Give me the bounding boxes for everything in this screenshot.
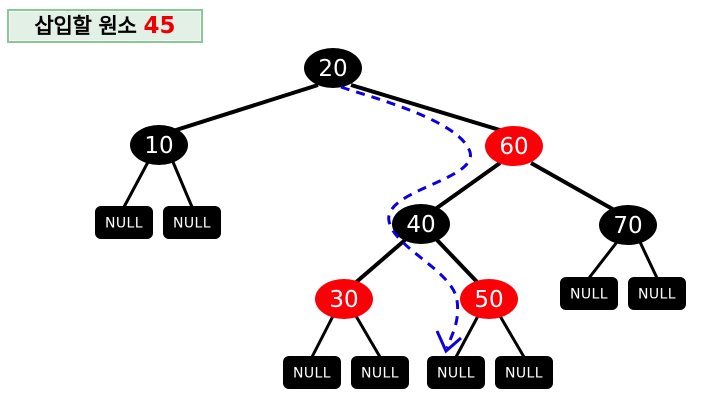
tree-node-60: 60: [485, 126, 543, 166]
null-node-label: NULL: [361, 366, 399, 382]
null-node-null10L: NULL: [95, 206, 153, 239]
tree-node-30: 30: [315, 279, 373, 319]
node-label: 60: [499, 134, 528, 160]
null-node-label: NULL: [505, 366, 543, 382]
null-node-label: NULL: [638, 287, 676, 303]
node-circle-black: [392, 204, 450, 244]
search-path-arrowhead-icon: [435, 330, 462, 354]
null-node-box: [628, 277, 686, 310]
node-label: 50: [474, 287, 503, 313]
null-node-null30R: NULL: [351, 356, 409, 389]
tree-edge-n30-null30L: [310, 315, 335, 358]
tree-node-50: 50: [460, 279, 518, 319]
node-label: 70: [613, 213, 642, 239]
caption-box: 삽입할 원소 45: [7, 9, 203, 43]
null-node-box: [495, 356, 553, 389]
tree-edge-n50-null50L: [454, 315, 480, 358]
tree-node-20: 20: [304, 48, 362, 88]
tree-edge-n70-null70R: [638, 241, 659, 279]
null-node-null10R: NULL: [163, 206, 221, 239]
null-node-box: [560, 277, 618, 310]
tree-edge-n50-null50R: [498, 315, 526, 358]
null-node-box: [95, 206, 153, 239]
node-circle-black: [130, 125, 188, 165]
tree-edge-n10-null10L: [122, 161, 150, 208]
caption-value: 45: [143, 12, 176, 39]
null-node-null70R: NULL: [628, 277, 686, 310]
search-path-group: [340, 85, 472, 354]
node-circle-red: [485, 126, 543, 166]
tree-edge-n60-n40: [432, 161, 502, 212]
null-node-box: [351, 356, 409, 389]
tree-node-70: 70: [599, 205, 657, 245]
tree-edge-n40-n30: [352, 238, 407, 286]
node-circle-red: [315, 279, 373, 319]
null-node-label: NULL: [173, 216, 211, 232]
tree-edge-n40-n50: [435, 238, 481, 286]
null-node-box: [283, 356, 341, 389]
null-node-box: [427, 356, 485, 389]
node-circle-red: [460, 279, 518, 319]
node-label: 10: [144, 133, 173, 159]
null-node-null50R: NULL: [495, 356, 553, 389]
tree-edge-n60-n70: [530, 161, 617, 213]
tree-edge-n30-null30R: [354, 315, 382, 358]
null-node-label: NULL: [293, 366, 331, 382]
tree-edges: [122, 83, 659, 358]
null-node-label: NULL: [437, 366, 475, 382]
node-label: 40: [406, 212, 435, 238]
null-node-null30L: NULL: [283, 356, 341, 389]
null-node-label: NULL: [570, 287, 608, 303]
insertion-search-path-arrow: [340, 85, 472, 349]
node-circle-black: [599, 205, 657, 245]
null-node-label: NULL: [105, 216, 143, 232]
null-node-null70L: NULL: [560, 277, 618, 310]
node-circle-black: [304, 48, 362, 88]
tree-edge-n20-n60: [350, 83, 504, 133]
tree-node-40: 40: [392, 204, 450, 244]
tree-nodes: 20 10 60 40 70 30 50: [130, 48, 657, 319]
null-node-null50L: NULL: [427, 356, 485, 389]
node-label: 20: [318, 56, 347, 82]
caption-label: 삽입할 원소: [34, 13, 137, 38]
tree-edge-n10-null10R: [171, 161, 194, 208]
tree-edge-n70-null70L: [587, 241, 619, 279]
null-node-box: [163, 206, 221, 239]
tree-node-10: 10: [130, 125, 188, 165]
null-leaf-nodes: NULL NULL NULL NULL NULL NULL NULL NULL: [95, 206, 686, 389]
node-label: 30: [329, 287, 358, 313]
tree-edge-n20-n10: [172, 83, 319, 133]
